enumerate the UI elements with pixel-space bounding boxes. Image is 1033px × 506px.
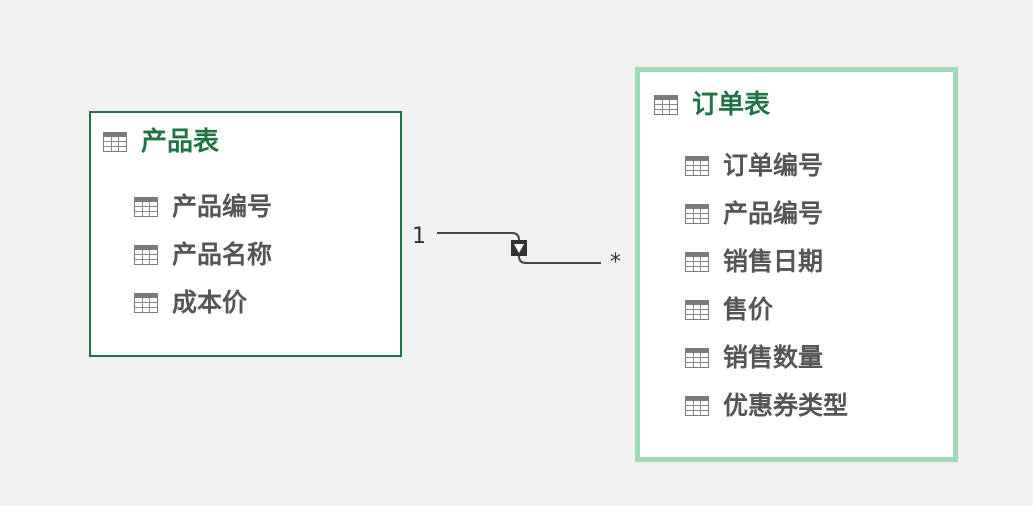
field-label: 产品名称 — [172, 240, 273, 269]
cardinality-many-label: * — [610, 250, 621, 275]
table-card-products[interactable]: 产品表 产品编号 产品名称 成本价 — [89, 111, 402, 357]
field-list-products: 产品编号 产品名称 成本价 — [134, 183, 272, 327]
field-row[interactable]: 销售数量 — [685, 334, 848, 382]
field-label: 产品编号 — [723, 199, 824, 228]
field-icon — [685, 348, 709, 368]
field-label: 售价 — [723, 295, 774, 324]
field-row[interactable]: 优惠券类型 — [685, 382, 848, 430]
field-icon — [685, 396, 709, 416]
field-row[interactable]: 产品名称 — [134, 231, 272, 279]
field-row[interactable]: 销售日期 — [685, 238, 848, 286]
field-icon — [685, 204, 709, 224]
field-list-orders: 订单编号 产品编号 销售日期 售价 — [685, 142, 848, 430]
field-label: 成本价 — [172, 288, 248, 317]
field-icon — [685, 156, 709, 176]
table-header-orders[interactable]: 订单表 — [654, 90, 770, 120]
cardinality-one-label: 1 — [412, 224, 426, 249]
field-row[interactable]: 产品编号 — [685, 190, 848, 238]
field-row[interactable]: 订单编号 — [685, 142, 848, 190]
field-icon — [685, 300, 709, 320]
filter-direction-arrow-icon — [511, 240, 527, 256]
field-icon — [134, 197, 158, 217]
field-label: 产品编号 — [172, 192, 273, 221]
table-title-products: 产品表 — [141, 127, 220, 157]
field-label: 销售日期 — [723, 247, 824, 276]
table-card-orders[interactable]: 订单表 订单编号 产品编号 销售日期 — [635, 67, 958, 462]
field-row[interactable]: 产品编号 — [134, 183, 272, 231]
field-icon — [685, 252, 709, 272]
table-icon — [103, 132, 127, 152]
field-label: 销售数量 — [723, 343, 824, 372]
field-row[interactable]: 售价 — [685, 286, 848, 334]
field-label: 订单编号 — [723, 151, 824, 180]
table-header-products[interactable]: 产品表 — [103, 127, 219, 157]
field-row[interactable]: 成本价 — [134, 279, 272, 327]
field-icon — [134, 245, 158, 265]
table-title-orders: 订单表 — [692, 90, 771, 120]
field-icon — [134, 293, 158, 313]
field-label: 优惠券类型 — [723, 391, 849, 420]
table-icon — [654, 95, 678, 115]
